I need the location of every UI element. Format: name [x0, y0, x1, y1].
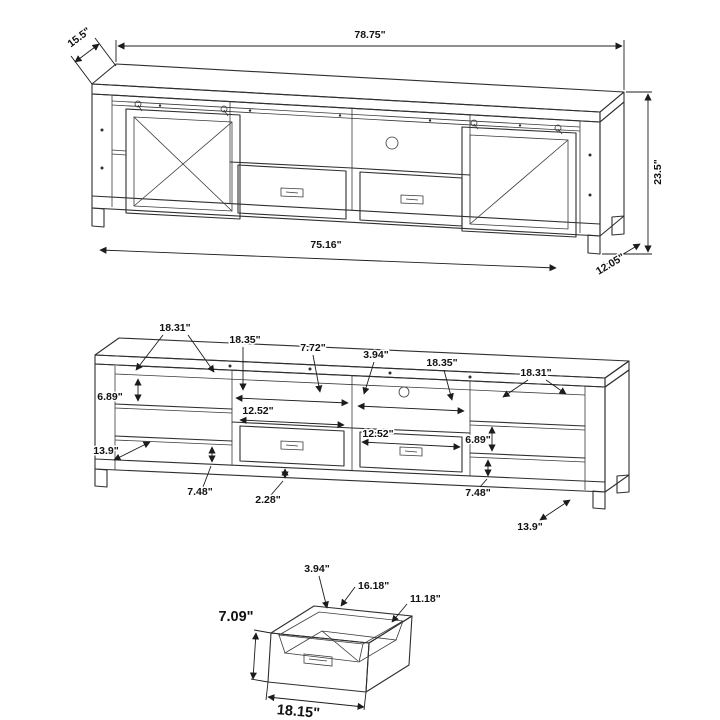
- dim-label-drawer-left-width: 12.52": [242, 405, 273, 417]
- dim-label-height-right: 23.5": [652, 159, 664, 184]
- dim-label-opening-left: 18.35": [229, 334, 260, 346]
- dim-label-drawer-height: 7.09": [218, 609, 253, 625]
- dim-label-drawer-inner-depth: 11.18": [410, 593, 441, 605]
- barn-door-right: [461, 119, 577, 238]
- dim-lower-left-height: 7.48": [186, 446, 216, 500]
- drawer-box: [267, 605, 413, 693]
- perspective-view: 78.75" 15.5" 23.5" 75.16" 12.05": [64, 24, 666, 279]
- console-body: [91, 63, 625, 255]
- drawer-view: 7.09" 18.15" 3.94" 16.18" 11.18": [217, 562, 442, 720]
- dim-drawer-inner-height: 3.94": [303, 562, 331, 609]
- right-cabinet-shelves: [469, 420, 586, 463]
- dim-label-width-top: 78.75": [354, 29, 385, 41]
- left-cabinet-interior: [111, 149, 127, 156]
- dimension-width-top: 78.75": [115, 28, 625, 90]
- dim-label-width-bottom: 75.16": [310, 239, 341, 251]
- dim-opening-right: 18.35": [357, 356, 465, 415]
- dim-depth-right: 13.9": [516, 499, 571, 535]
- center-drawers: [229, 136, 471, 227]
- dim-label-shelf-height-right: 6.89": [465, 434, 490, 446]
- front-view: 18.31" 18.35" 7.72" 3.94" 18.35" 18.31": [92, 321, 630, 535]
- dim-label-opening-right: 18.35": [426, 357, 457, 369]
- dimension-height-right: 23.5": [602, 91, 666, 255]
- dim-opening-left: 18.35": [228, 333, 349, 407]
- left-cabinet-shelves: [114, 403, 233, 446]
- dim-label-lower-right-height: 7.48": [465, 487, 490, 499]
- dim-shelf-right-top: 18.31": [502, 366, 567, 398]
- dim-label-depth-right: 13.9": [517, 521, 542, 533]
- dim-label-drawer-inner-height: 3.94": [304, 563, 329, 575]
- dim-center-small: 3.94": [362, 348, 390, 395]
- cable-grommet: [385, 136, 399, 150]
- dim-depth-left: 13.9": [92, 441, 151, 461]
- dim-lower-right-height: 7.48": [464, 459, 492, 501]
- dim-shelf-height-left: 6.89": [96, 378, 142, 405]
- dimension-width-bottom: 75.16": [99, 238, 557, 272]
- dim-drawer-left-width: 12.52": [239, 404, 345, 429]
- dim-label-drawer-right-width: 12.52": [362, 428, 393, 440]
- dim-label-center-small: 3.94": [363, 349, 388, 361]
- dim-label-depth-left: 13.9": [93, 445, 118, 457]
- dim-label-depth-top: 15.5": [65, 25, 93, 50]
- dim-label-depth-bottom: 12.05": [594, 251, 627, 277]
- dim-label-drawer-width: 18.15": [276, 702, 320, 720]
- dim-label-center-gap: 7.72": [300, 342, 325, 354]
- dim-drawer-right-width: 12.52": [361, 427, 461, 451]
- dim-drawer-inner-depth: 11.18": [391, 592, 442, 623]
- dim-center-gap: 7.72": [299, 341, 327, 393]
- cable-grommet-front: [398, 386, 410, 398]
- dim-drawer-height: 7.09": [217, 608, 272, 683]
- dim-label-shelf-height-left: 6.89": [97, 391, 122, 403]
- dim-drawer-depth: 16.18": [340, 579, 391, 607]
- dim-label-shelf-right-top: 18.31": [520, 367, 551, 379]
- sliding-door-track: [111, 100, 581, 132]
- dimension-depth-bottom: 12.05": [592, 243, 641, 279]
- dim-label-lower-left-height: 7.48": [187, 486, 212, 498]
- dim-label-drawer-depth: 16.18": [358, 580, 389, 592]
- dim-label-base-height: 2.28": [255, 494, 280, 506]
- dim-label-shelf-left-top: 18.31": [159, 322, 190, 334]
- dim-base-height: 2.28": [254, 468, 289, 508]
- console-body-front: [94, 337, 630, 510]
- dim-drawer-width: 18.15": [265, 681, 367, 720]
- dimension-depth-top: 15.5": [64, 24, 117, 85]
- barn-door-left: [125, 100, 241, 220]
- dim-shelf-left-top: 18.31": [135, 321, 215, 373]
- dim-shelf-height-right: 6.89": [464, 426, 496, 452]
